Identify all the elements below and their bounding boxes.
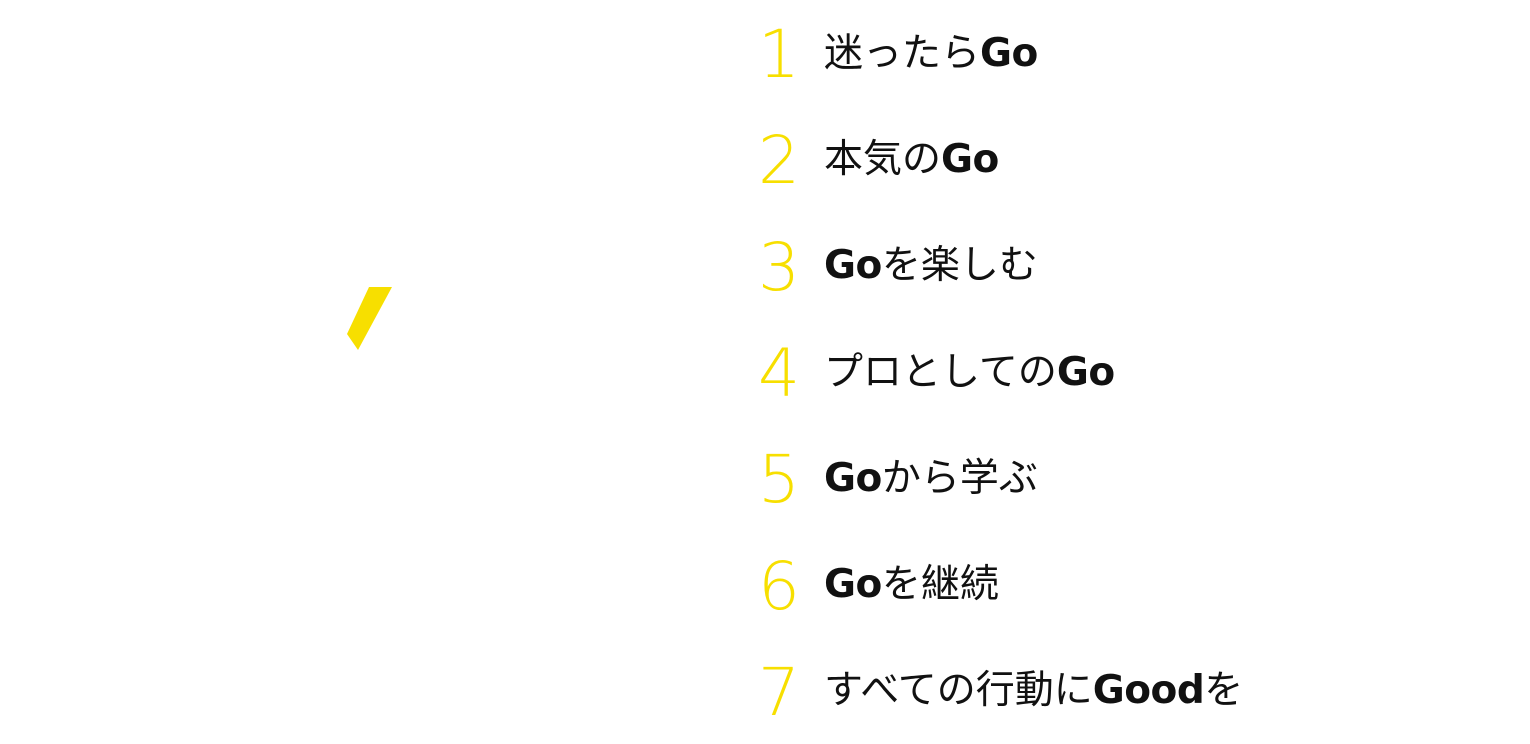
value-item-7: 7 すべての行動にGoodを <box>756 638 1516 744</box>
value-number-glyph-3: 3 <box>758 238 800 298</box>
value-item-5: 5 Goから学ぶ <box>756 425 1516 531</box>
value-text-3-part-2: を楽しむ <box>881 243 1038 289</box>
value-item-3: 3 Goを楽しむ <box>756 213 1516 319</box>
value-text-6-part-1: Go <box>824 562 882 608</box>
value-text-7-part-1: すべての行動に <box>824 668 1093 714</box>
value-text-3: Goを楽しむ <box>824 246 1038 285</box>
value-number-6: 6 <box>756 557 818 617</box>
value-text-1-part-2: Go <box>980 30 1038 76</box>
value-text-2-part-2: Go <box>941 136 999 182</box>
value-number-glyph-6: 6 <box>758 557 800 617</box>
value-number-glyph-5: 5 <box>758 450 800 510</box>
value-text-1-part-1: 迷ったら <box>824 30 981 76</box>
value-number-3: 3 <box>756 238 818 298</box>
value-text-6: Goを継続 <box>824 565 999 604</box>
value-text-7: すべての行動にGoodを <box>824 671 1243 710</box>
value-text-1: 迷ったらGo <box>824 34 1038 73</box>
value-text-7-part-2: Good <box>1092 668 1205 714</box>
value-text-5-part-2: から学ぶ <box>881 455 1038 501</box>
slash-mark-icon <box>347 287 392 350</box>
value-text-4: プロとしてのGo <box>824 353 1115 392</box>
value-text-7-part-3: を <box>1204 668 1244 714</box>
value-item-2: 2 本気のGo <box>756 106 1516 212</box>
value-list: 1 迷ったらGo 2 本気のGo 3 Goを楽しむ 4 プロとしてのGo 5 G… <box>756 0 1516 744</box>
value-text-5-part-1: Go <box>824 455 882 501</box>
value-number-glyph-4: 4 <box>758 344 800 404</box>
value-number-4: 4 <box>756 344 818 404</box>
value-item-4: 4 プロとしてのGo <box>756 319 1516 425</box>
value-text-4-part-2: Go <box>1056 349 1115 395</box>
value-text-3-part-1: Go <box>824 243 882 289</box>
value-number-2: 2 <box>756 131 818 191</box>
value-text-4-part-1: プロとしての <box>824 349 1057 395</box>
value-item-1: 1 迷ったらGo <box>756 0 1516 106</box>
value-text-5: Goから学ぶ <box>824 459 1038 498</box>
value-number-glyph-7: 7 <box>758 663 800 723</box>
value-number-glyph-1: 1 <box>758 25 800 85</box>
value-number-5: 5 <box>756 450 818 510</box>
value-number-1: 1 <box>756 25 818 85</box>
value-number-7: 7 <box>756 663 818 723</box>
value-text-2: 本気のGo <box>824 140 999 179</box>
value-item-6: 6 Goを継続 <box>756 531 1516 637</box>
value-number-glyph-2: 2 <box>758 131 800 191</box>
value-text-6-part-2: を継続 <box>881 562 999 608</box>
value-text-2-part-1: 本気の <box>824 136 942 182</box>
